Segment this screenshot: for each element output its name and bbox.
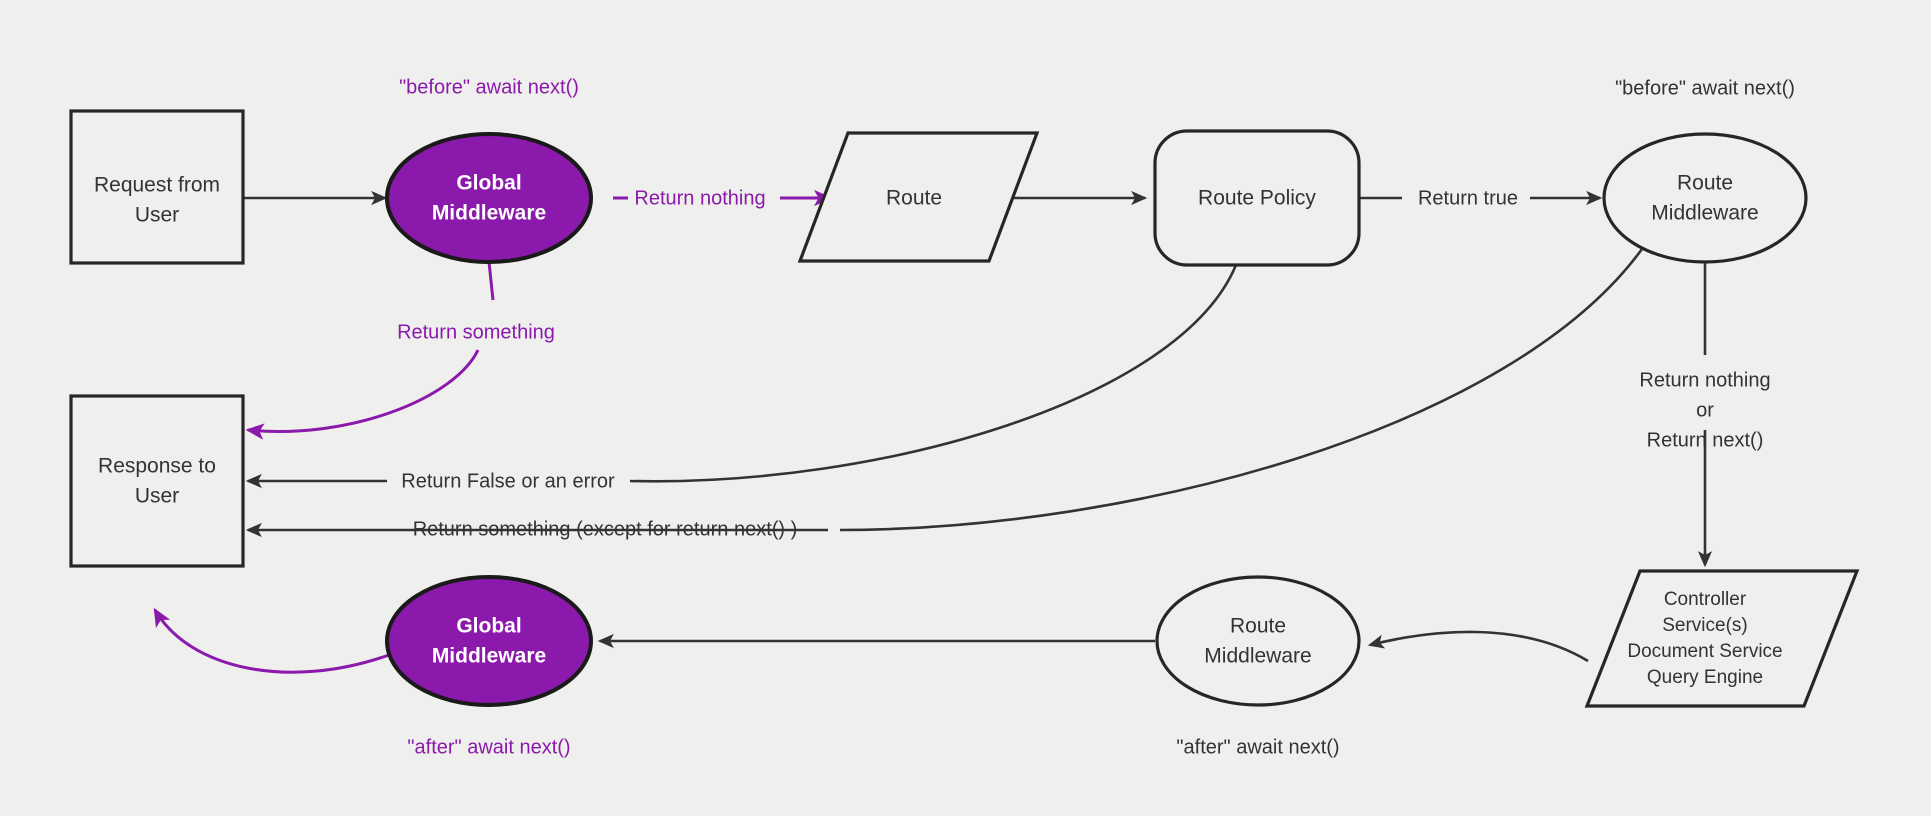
global-middleware-after-label-line2: Middleware — [432, 645, 546, 668]
node-request-from-user[interactable]: Request from User — [69, 109, 245, 265]
controller-services-label-line4: Query Engine — [1647, 667, 1763, 688]
global-middleware-after-shape[interactable] — [385, 575, 593, 707]
edge-label-return-nothing-or-next-line3: Return next() — [1647, 429, 1764, 451]
route-middleware-after-label-line1: Route — [1230, 615, 1286, 638]
controller-services-shape[interactable] — [1584, 569, 1860, 708]
edge-label-return-true: Return true — [1418, 187, 1518, 209]
response-to-user-label-line1: Response to — [98, 455, 216, 478]
edge-label-return-something: Return something — [397, 321, 555, 343]
route-middleware-before-label-line2: Middleware — [1651, 202, 1758, 225]
controller-services-label-line1: Controller — [1664, 589, 1747, 610]
route-policy-label: Route Policy — [1198, 187, 1316, 210]
global-middleware-before-shape[interactable] — [385, 132, 593, 264]
node-response-to-user[interactable]: Response to User — [69, 394, 245, 568]
route-middleware-before-label-line1: Route — [1677, 172, 1733, 195]
edge-route-policy-to-route-middleware: Return true — [1359, 187, 1603, 209]
route-shape[interactable] — [797, 131, 1040, 263]
node-route-policy[interactable]: Route Policy — [1153, 129, 1361, 267]
node-route-middleware-after[interactable]: Route Middleware — [1155, 575, 1361, 707]
node-global-middleware-after[interactable]: Global Middleware — [385, 575, 593, 707]
request-from-user-label-line1: Request from — [94, 174, 220, 197]
response-to-user-label-line2: User — [135, 485, 179, 508]
edge-route-policy-to-response-false: Return False or an error — [245, 264, 1238, 492]
edge-label-return-something-except-next: Return something (except for return next… — [413, 518, 798, 540]
note-after-route-middleware: "after" await next() — [1176, 736, 1339, 758]
note-before-route-middleware: "before" await next() — [1615, 77, 1795, 99]
request-from-user-label-line2: User — [135, 204, 179, 227]
note-after-global-middleware: "after" await next() — [407, 736, 570, 758]
global-middleware-before-label-line1: Global — [456, 172, 521, 195]
edge-label-return-false-or-error: Return False or an error — [401, 470, 615, 492]
edge-label-return-nothing-or-next-line1: Return nothing — [1639, 369, 1770, 391]
route-middleware-after-label-line2: Middleware — [1204, 645, 1311, 668]
edge-controller-to-route-middleware-after — [1367, 630, 1589, 663]
global-middleware-after-label-line1: Global — [456, 615, 521, 638]
route-middleware-before-shape[interactable] — [1602, 132, 1808, 264]
node-controller-services[interactable]: Controller Service(s) Document Service Q… — [1584, 569, 1860, 708]
controller-services-label-line2: Service(s) — [1662, 615, 1748, 636]
edge-global-middleware-to-route: Return nothing — [613, 187, 833, 209]
route-label: Route — [886, 187, 942, 210]
edge-label-return-nothing: Return nothing — [634, 187, 765, 209]
request-from-user-shape[interactable] — [69, 109, 245, 265]
route-policy-shape[interactable] — [1153, 129, 1361, 267]
node-route-middleware-before[interactable]: Route Middleware — [1602, 132, 1808, 264]
edge-route-middleware-to-response-something: Return something (except for return next… — [245, 248, 1644, 540]
node-global-middleware-before[interactable]: Global Middleware — [385, 132, 593, 264]
edge-global-middleware-after-to-response — [153, 607, 390, 674]
edge-route-middleware-to-controller: Return nothing or Return next() — [1639, 252, 1771, 568]
controller-services-label-line3: Document Service — [1627, 641, 1782, 662]
note-before-global-middleware: "before" await next() — [399, 76, 579, 98]
node-route[interactable]: Route — [797, 131, 1040, 263]
global-middleware-before-label-line2: Middleware — [432, 202, 546, 225]
edge-global-middleware-to-response-something: Return something — [245, 261, 555, 440]
route-middleware-after-shape[interactable] — [1155, 575, 1361, 707]
response-to-user-shape[interactable] — [69, 394, 245, 568]
edge-label-return-nothing-or-next-line2: or — [1696, 399, 1714, 421]
